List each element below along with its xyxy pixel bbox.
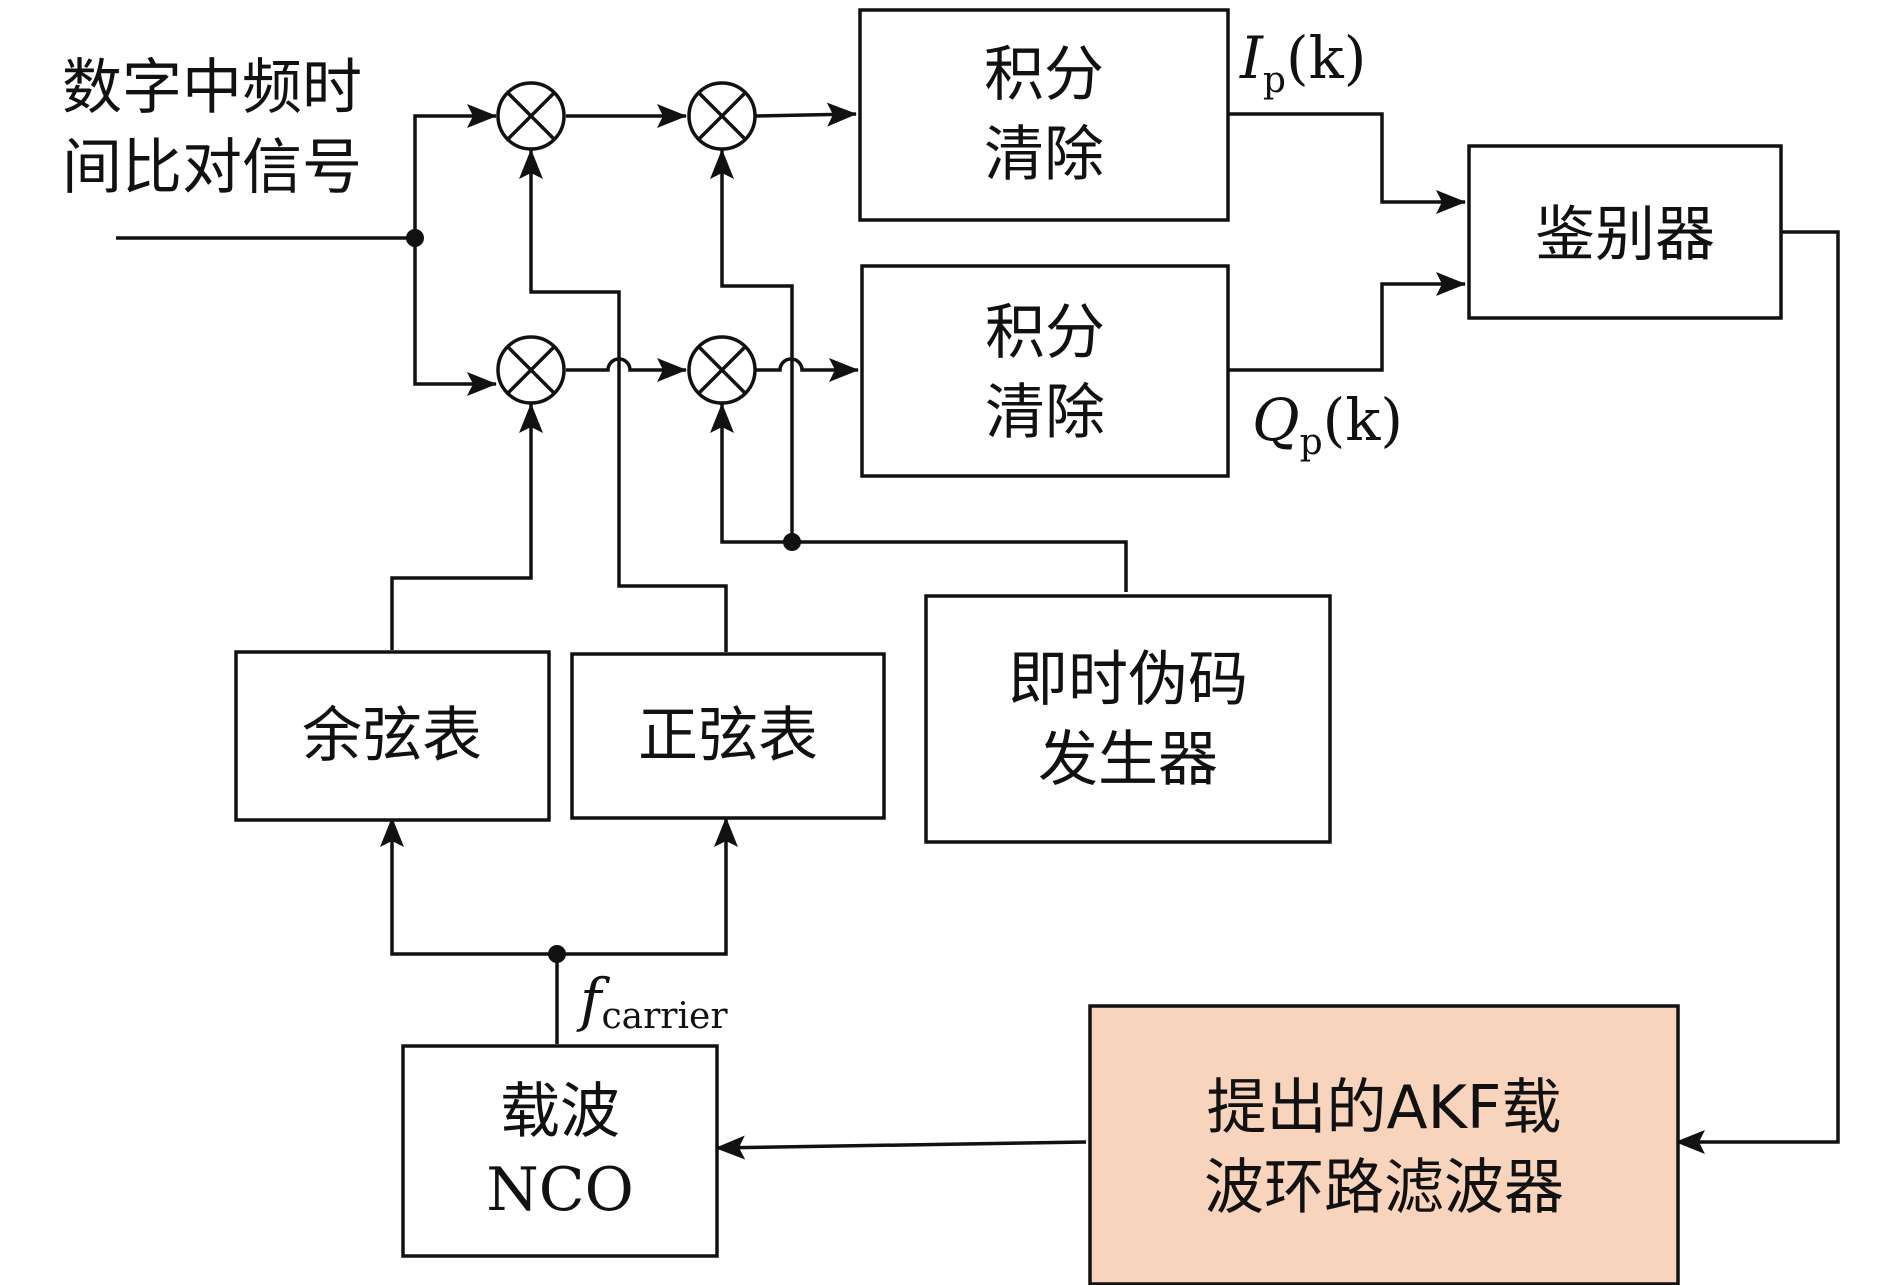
wires xyxy=(116,102,1840,1160)
integrate-bottom-line-2: 清除 xyxy=(985,378,1105,448)
sin-table-to-mixer-1-wire xyxy=(519,149,728,652)
nco-to-sin-table-wire xyxy=(557,817,738,956)
integrate-dump-top-block: 积分 清除 xyxy=(858,8,1230,222)
akf-loop-filter-block: 提出的AKF载 波环路滤波器 xyxy=(1088,1004,1680,1285)
mixer-4 xyxy=(687,335,757,405)
input-label-line-1: 数字中频时 xyxy=(62,53,362,123)
input-label-line-2: 间比对信号 xyxy=(62,133,362,203)
mixer-2-to-integrate-top-wire xyxy=(755,102,857,127)
mixer-3-to-mixer-4-wire xyxy=(566,357,687,382)
mixer-1 xyxy=(496,81,566,151)
carrier-nco-block: 载波 NCO xyxy=(401,1044,719,1258)
code-gen-to-mixer-4-wire xyxy=(710,403,792,544)
junction-dots xyxy=(406,229,801,963)
loop-filter-line-2: 波环路滤波器 xyxy=(1204,1153,1564,1223)
prompt-code-generator-block: 即时伪码 发生器 xyxy=(924,594,1332,844)
loop-filter-line-1: 提出的AKF载 xyxy=(1207,1073,1562,1143)
mixers xyxy=(496,81,757,405)
ip-main: I xyxy=(1239,24,1264,92)
integrate-top-line-2: 清除 xyxy=(984,120,1104,190)
mixer-2 xyxy=(687,81,757,151)
cos-table-to-mixer-3-wire xyxy=(390,403,543,650)
nco-line-1: 载波 xyxy=(500,1077,620,1147)
code-junction-dot xyxy=(783,533,801,551)
code-gen-output-wire xyxy=(792,540,1128,592)
mixer-4-to-integrate-bottom-wire xyxy=(756,357,859,382)
f-carrier-sub: carrier xyxy=(601,996,728,1037)
qp-to-discriminator-wire xyxy=(1225,272,1466,372)
ip-arg: (k) xyxy=(1286,24,1366,92)
cos-table-label: 余弦表 xyxy=(302,701,482,771)
integrate-top-line-1: 积分 xyxy=(984,40,1104,110)
mixer-3 xyxy=(496,335,566,405)
nco-to-cos-table-wire xyxy=(380,817,557,956)
qp-signal-label: Qp(k) xyxy=(1252,386,1403,463)
code-gen-line-1: 即时伪码 xyxy=(1008,645,1248,715)
input-junction-dot xyxy=(406,229,424,247)
input-to-mixer-1-wire xyxy=(413,104,497,238)
qp-main: Q xyxy=(1252,386,1300,454)
f-carrier-label: fcarrier xyxy=(576,966,728,1037)
sin-table-block: 正弦表 xyxy=(570,652,886,820)
discriminator-block: 鉴别器 xyxy=(1467,144,1783,320)
qp-sub: p xyxy=(1300,422,1323,463)
input-to-mixer-3-wire xyxy=(413,238,497,396)
cos-table-block: 余弦表 xyxy=(234,650,551,822)
code-gen-to-mixer-2-wire xyxy=(710,149,794,542)
loop-filter-to-nco-wire xyxy=(715,1135,1087,1160)
qp-arg: (k) xyxy=(1323,386,1403,454)
discriminator-label: 鉴别器 xyxy=(1535,200,1715,270)
ip-to-discriminator-wire xyxy=(1225,112,1466,214)
nco-junction-dot xyxy=(548,945,566,963)
nco-line-2: NCO xyxy=(486,1155,634,1225)
integrate-dump-bottom-block: 积分 清除 xyxy=(860,264,1230,478)
code-gen-line-2: 发生器 xyxy=(1038,725,1218,795)
sin-table-label: 正弦表 xyxy=(638,701,818,771)
input-signal-label: 数字中频时 间比对信号 xyxy=(62,53,362,203)
ip-signal-label: Ip(k) xyxy=(1239,24,1366,101)
discriminator-to-loop-filter-wire xyxy=(1675,230,1840,1154)
integrate-bottom-line-1: 积分 xyxy=(985,298,1105,368)
ip-sub: p xyxy=(1263,60,1286,101)
